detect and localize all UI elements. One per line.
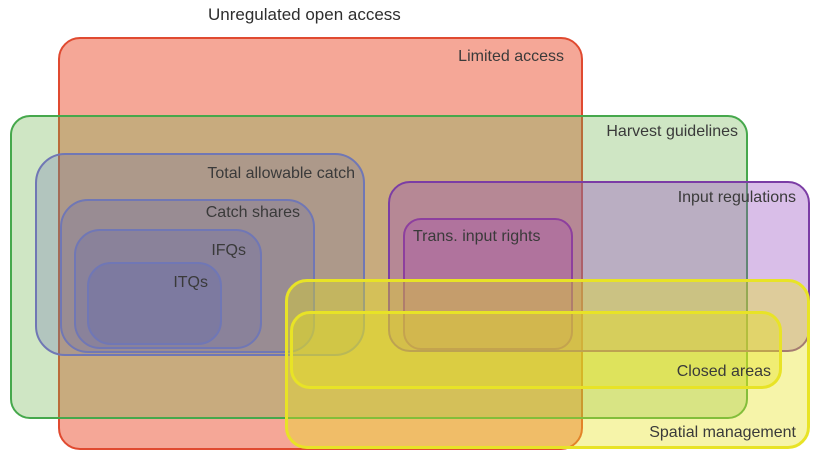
region-label-spatial-management: Spatial management xyxy=(649,424,796,442)
region-harvest-guidelines: Harvest guidelines xyxy=(10,115,748,419)
region-input-regulations: Input regulations xyxy=(388,181,810,352)
region-label-catch-shares: Catch shares xyxy=(205,204,300,221)
region-label-ifqs: IFQs xyxy=(211,242,246,259)
region-label-limited-access: Limited access xyxy=(458,48,564,65)
region-label-trans-input-rights: Trans. input rights xyxy=(413,228,541,245)
region-itqs: ITQs xyxy=(87,262,222,345)
region-limited-access: Limited access xyxy=(58,37,583,450)
region-trans-input-rights: Trans. input rights xyxy=(403,218,573,350)
region-label-input-regulations: Input regulations xyxy=(677,189,796,206)
region-label-closed-areas: Closed areas xyxy=(676,363,771,381)
region-spatial-management: Spatial management xyxy=(285,279,810,449)
diagram-title: Unregulated open access xyxy=(208,5,401,24)
region-label-itqs: ITQs xyxy=(173,274,208,291)
region-label-harvest-guidelines: Harvest guidelines xyxy=(606,123,738,140)
region-label-total-allowable-catch: Total allowable catch xyxy=(207,165,355,182)
region-closed-areas: Closed areas xyxy=(290,311,782,389)
